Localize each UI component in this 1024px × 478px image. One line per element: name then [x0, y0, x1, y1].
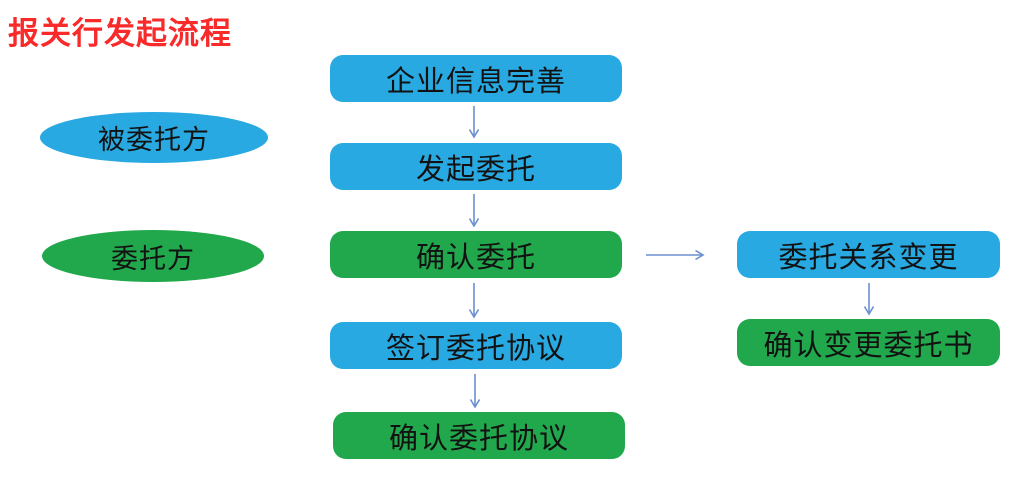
role-ellipse-entrusted-party: 被委托方	[40, 112, 268, 163]
step-initiate-entrustment: 发起委托	[330, 143, 622, 190]
page-title: 报关行发起流程	[8, 16, 232, 51]
step-confirm-changed-power-of-attorney: 确认变更委托书	[737, 319, 1000, 366]
step-confirm-entrustment-agreement: 确认委托协议	[333, 412, 625, 459]
step-confirm-entrustment: 确认委托	[330, 231, 622, 278]
role-ellipse-entrusting-party: 委托方	[42, 230, 264, 282]
step-company-info-completion: 企业信息完善	[330, 55, 622, 102]
step-entrustment-relationship-change: 委托关系变更	[737, 231, 1000, 278]
step-sign-entrustment-agreement: 签订委托协议	[330, 322, 622, 369]
